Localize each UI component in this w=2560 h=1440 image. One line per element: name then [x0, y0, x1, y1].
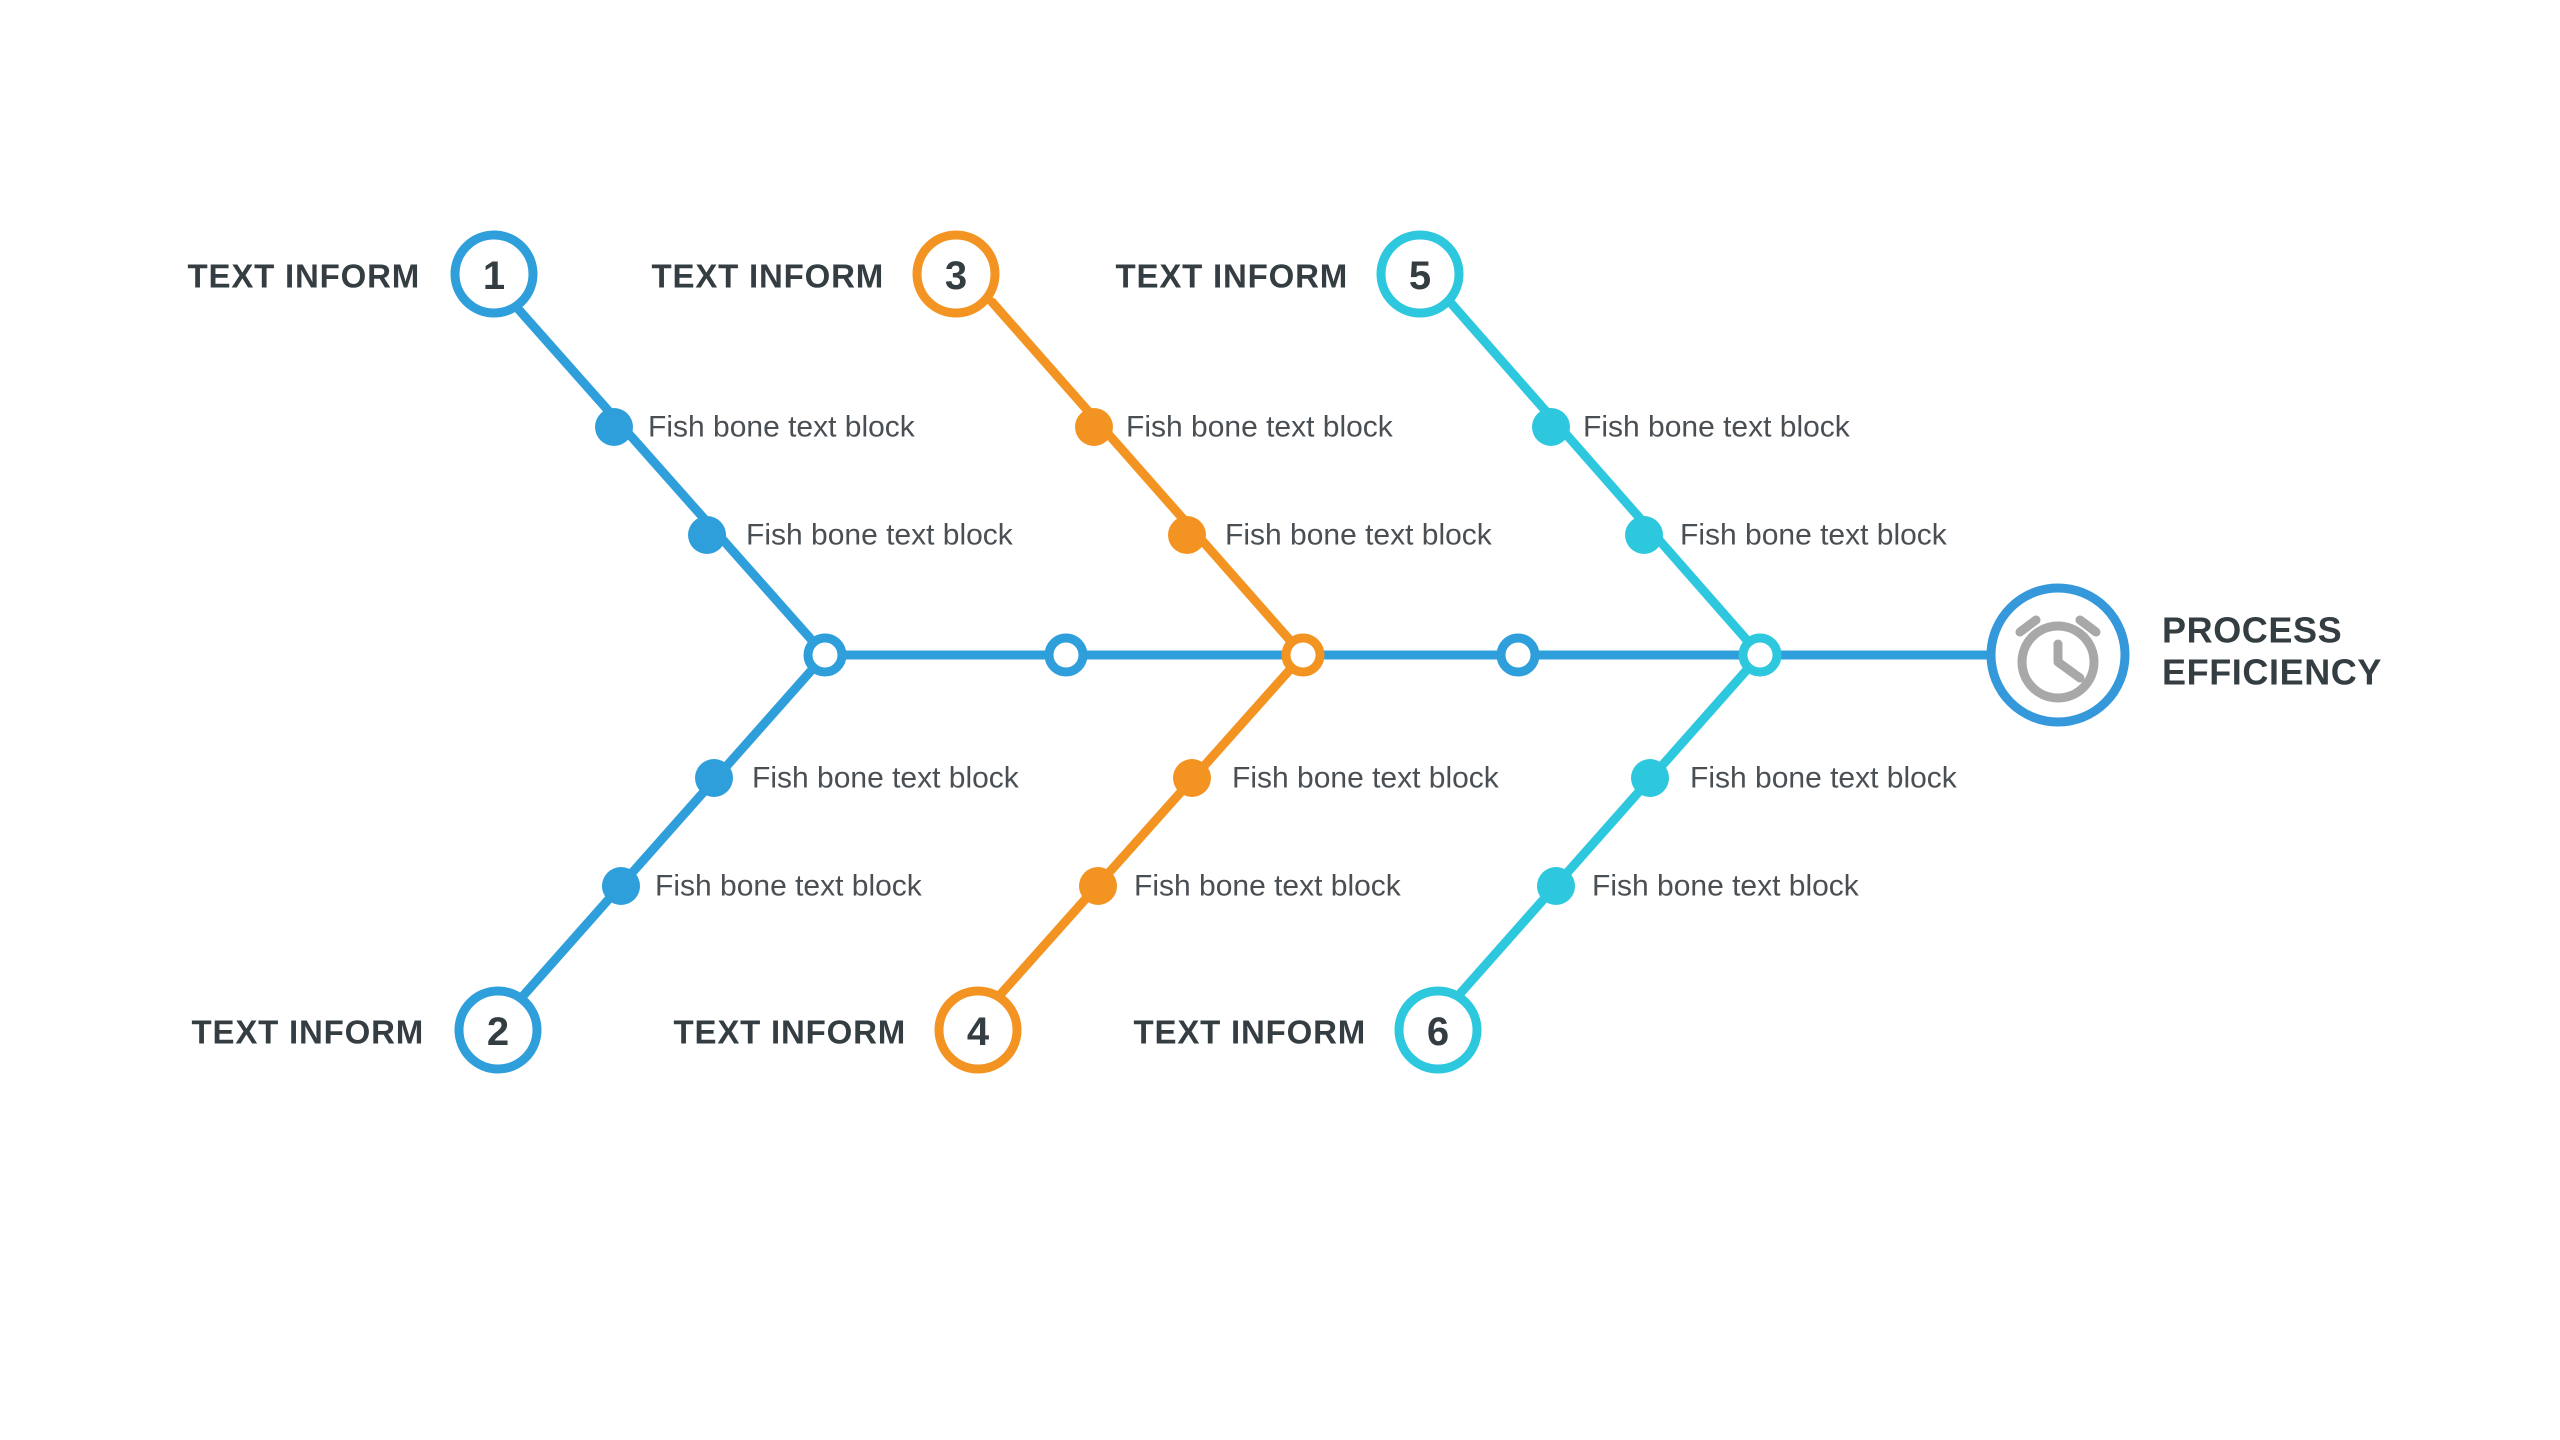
branch-3-number-text: 3 [945, 254, 967, 298]
branch-3-bone-label-1: Fish bone text block [1126, 411, 1394, 444]
branch-5-number-circle[interactable] [1376, 230, 1464, 318]
branch-6-number-circle[interactable] [1394, 986, 1482, 1074]
branch-4-bone-label-1: Fish bone text block [1232, 762, 1500, 795]
branch-5-rib [1445, 297, 1765, 660]
branch-6-number-text: 6 [1427, 1010, 1449, 1054]
spine-junction-node-right[interactable] [1738, 633, 1782, 677]
branch-6-rib [1445, 650, 1765, 1010]
branch-3-rib [987, 297, 1308, 660]
branch-2-bone-dot-2 [602, 867, 640, 905]
spine-plain-node-1[interactable] [1044, 633, 1088, 677]
branch-2-inform-label: TEXT INFORM [192, 1014, 424, 1051]
branch-6-bone-dot-1 [1631, 759, 1669, 797]
branch-4-number-text: 4 [967, 1010, 990, 1054]
branch-1-bone-label-2: Fish bone text block [746, 519, 1014, 552]
branch-1-number-text: 1 [483, 254, 505, 298]
branch-3-number-circle[interactable] [912, 230, 1000, 318]
spine-junction-node-left[interactable] [803, 633, 847, 677]
branch-2-number-circle[interactable] [454, 986, 542, 1074]
branch-6-bone-dot-2 [1537, 867, 1575, 905]
branch-5-inform-label: TEXT INFORM [1116, 258, 1348, 295]
head-title-line-2: EFFICIENCY [2162, 652, 2382, 693]
branch-1-bone-dot-2 [688, 516, 726, 554]
spine-plain-node-2[interactable] [1496, 633, 1540, 677]
branch-3-bone-label-2: Fish bone text block [1225, 519, 1493, 552]
branch-4-bone-dot-2 [1079, 867, 1117, 905]
branch-2-bone-label-2: Fish bone text block [655, 870, 923, 903]
branch-5-bone-dot-2 [1625, 516, 1663, 554]
head-title-line-1: PROCESS [2162, 610, 2342, 651]
branch-2-bone-label-1: Fish bone text block [752, 762, 1020, 795]
branch-3-bone-dot-2 [1168, 516, 1206, 554]
branch-1-inform-label: TEXT INFORM [188, 258, 420, 295]
branch-1-number-circle[interactable] [450, 230, 538, 318]
branch-2-number-text: 2 [487, 1010, 509, 1054]
branch-4-bone-label-2: Fish bone text block [1134, 870, 1402, 903]
branch-4-inform-label: TEXT INFORM [674, 1014, 906, 1051]
branch-5-bone-dot-1 [1532, 408, 1570, 446]
branch-4-rib [986, 650, 1308, 1010]
branch-1-bone-dot-1 [595, 408, 633, 446]
branch-5-bone-label-2: Fish bone text block [1680, 519, 1948, 552]
branch-3-bone-dot-1 [1075, 408, 1113, 446]
branch-4-bone-dot-1 [1173, 759, 1211, 797]
branch-6-bone-label-1: Fish bone text block [1690, 762, 1958, 795]
spine-junction-node-middle[interactable] [1281, 633, 1325, 677]
branch-5-number-text: 5 [1409, 254, 1431, 298]
branch-5-bone-label-1: Fish bone text block [1583, 411, 1851, 444]
branch-2-rib [510, 650, 830, 1010]
branch-1-bone-label-1: Fish bone text block [648, 411, 916, 444]
branch-3-inform-label: TEXT INFORM [652, 258, 884, 295]
branch-4-number-circle[interactable] [934, 986, 1022, 1074]
branch-2-bone-dot-1 [695, 759, 733, 797]
branch-6-inform-label: TEXT INFORM [1134, 1014, 1366, 1051]
alarm-clock-icon [2015, 615, 2101, 703]
branch-1-rib [507, 297, 830, 660]
branch-6-bone-label-2: Fish bone text block [1592, 870, 1860, 903]
